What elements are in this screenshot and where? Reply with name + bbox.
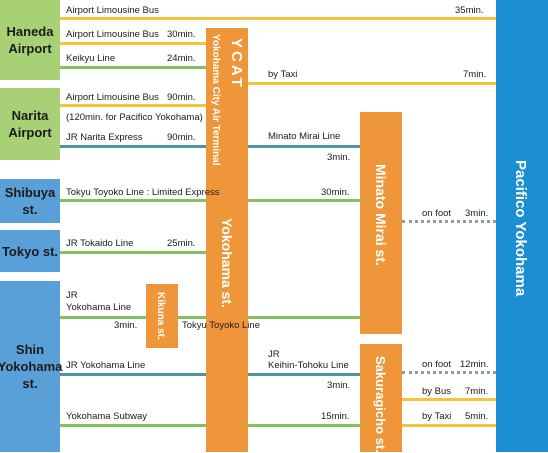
label-jr-yokohama-2: Yokohama Line (66, 302, 132, 313)
label-jr-yokohama-line: JR Yokohama Line (66, 360, 146, 371)
label-narita-express-time: 90min. (167, 132, 196, 143)
ycat-subtitle: Yokohama City Air Terminal (210, 34, 221, 166)
label-keikyu: Keikyu Line (66, 53, 116, 64)
sakuragicho-station-label: Sakuragicho st. (373, 356, 388, 453)
label-toyoko-express-time: 30min. (321, 187, 350, 198)
label-jr-yokohama-1: JR (66, 290, 78, 301)
kikuna-station-box (146, 284, 178, 348)
label-subway-time: 15min. (321, 411, 350, 422)
route-narita-express (60, 145, 206, 148)
label-toyoko-local: Tokyu Toyoko Line (182, 320, 260, 331)
label-bus: by Bus (422, 386, 452, 397)
label-narita-bus-note: (120min. for Pacifico Yokohama) (66, 112, 203, 123)
origin-shibuya-label: Shibuya st. (4, 185, 56, 217)
label-taxi-ycat-time: 7min. (463, 69, 487, 80)
minatomirai-station-box (360, 112, 402, 334)
ycat-title: YCAT (228, 38, 245, 90)
pacifico-yokohama-label: Pacifico Yokohama (512, 160, 529, 297)
route-ycat-taxi (248, 82, 496, 85)
route-minatomirai-line (248, 145, 360, 148)
label-minatomirai-foot-time: 3min. (465, 208, 489, 219)
route-toyoko-local (178, 316, 360, 319)
label-narita-bus-time: 90min. (167, 92, 196, 103)
label-haneda-bus-direct: Airport Limousine Bus (66, 5, 159, 16)
label-sakuragicho-foot: on foot (422, 359, 452, 370)
label-toyoko-express: Tokyu Toyoko Line : Limited Express (66, 187, 220, 198)
route-jr-yokohama-line (60, 373, 206, 376)
origin-tokyo-label: Tokyo st. (1, 243, 59, 259)
label-subway: Yokohama Subway (66, 411, 147, 422)
route-jr-yokohama-kikuna (60, 316, 146, 319)
label-keikyu-time: 24min. (167, 53, 196, 64)
route-keihin-tohoku (248, 373, 360, 376)
label-tokaido-time: 25min. (167, 238, 196, 249)
origin-tokyo-station: Tokyo st. (0, 230, 60, 272)
label-haneda-bus-ycat-time: 30min. (167, 29, 196, 40)
route-haneda-bus-direct (60, 17, 496, 20)
label-keihin-1: JR (268, 349, 280, 360)
origin-shin-yokohama-station: Shin Yokohama st. (0, 281, 63, 452)
label-narita-express: JR Narita Express (66, 132, 143, 143)
route-sakuragicho-bus (402, 398, 496, 401)
route-minatomirai-walk (402, 220, 496, 223)
ycat-yokohama-box (206, 28, 248, 452)
label-keihin-time: 3min. (327, 380, 351, 391)
route-keikyu (60, 66, 206, 69)
route-haneda-bus-ycat (60, 42, 206, 45)
label-taxi-ycat: by Taxi (268, 69, 298, 80)
origin-haneda-label: Haneda Airport (6, 24, 54, 56)
label-minatomirai-line-time: 3min. (327, 152, 351, 163)
pacifico-yokohama-box (496, 0, 548, 452)
label-narita-bus: Airport Limousine Bus (66, 92, 159, 103)
origin-narita-airport: Narita Airport (0, 88, 60, 160)
label-haneda-bus-direct-time: 35min. (455, 5, 484, 16)
origin-narita-label: Narita Airport (8, 108, 52, 140)
label-jr-yokohama-time: 3min. (114, 320, 138, 331)
yokohama-station-label: Yokohama st. (219, 218, 235, 308)
origin-haneda-airport: Haneda Airport (0, 0, 60, 80)
label-minatomirai-foot: on foot (422, 208, 452, 219)
route-sakuragicho-walk (402, 371, 496, 374)
label-haneda-bus-ycat: Airport Limousine Bus (66, 29, 159, 40)
label-minatomirai-line: Minato Mirai Line (268, 131, 341, 142)
origin-shin-yokohama-label: Shin Yokohama st. (0, 342, 63, 391)
sakuragicho-station-box (360, 344, 402, 452)
label-taxi-sakuragicho-time: 5min. (465, 411, 489, 422)
label-taxi-sakuragicho: by Taxi (422, 411, 452, 422)
minatomirai-station-label: Minato Mirai st. (373, 164, 389, 266)
origin-shibuya-station: Shibuya st. (0, 179, 60, 223)
route-tokaido (60, 251, 206, 254)
label-bus-time: 7min. (465, 386, 489, 397)
kikuna-station-label: Kikuna st. (155, 292, 166, 340)
label-keihin-2: Keihin-Tohoku Line (268, 360, 349, 371)
label-sakuragicho-foot-time: 12min. (460, 359, 489, 370)
route-sakuragicho-taxi (402, 424, 496, 427)
label-tokaido: JR Tokaido Line (66, 238, 134, 249)
route-narita-bus (60, 104, 206, 107)
